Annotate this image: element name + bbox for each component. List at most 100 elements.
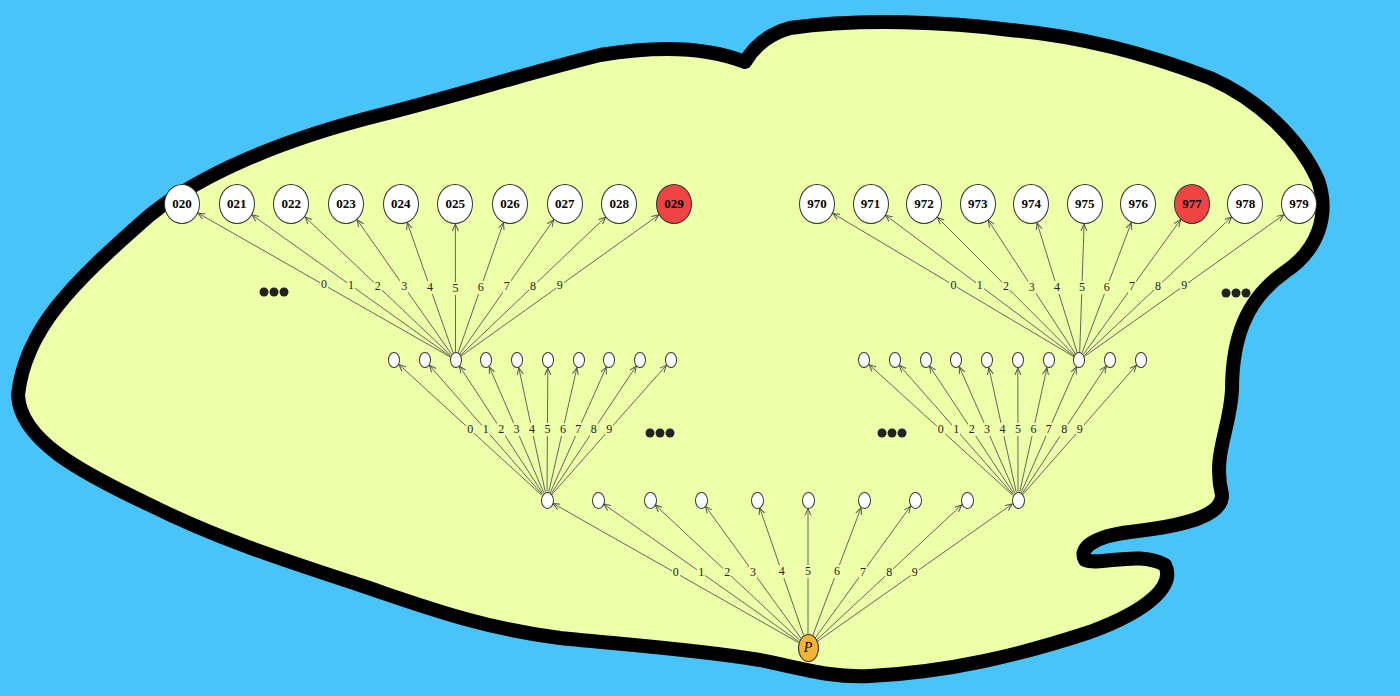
leaf-node: 973 — [960, 184, 996, 224]
node-label: 972 — [914, 196, 934, 212]
edge-digit: 9 — [605, 423, 613, 436]
tree-edge — [885, 215, 1074, 356]
tree-edge — [1022, 366, 1106, 494]
node-label: 024 — [391, 196, 411, 212]
ellipsis-dots — [260, 288, 1251, 438]
tree-edge — [551, 366, 636, 494]
edge-digit: 5 — [804, 565, 812, 578]
tree-edge — [357, 220, 451, 354]
tree-edge — [988, 220, 1075, 354]
edge-digit: 4 — [426, 281, 434, 294]
edge-digit: 8 — [590, 423, 598, 436]
node-label: 025 — [446, 196, 466, 212]
tree-node — [450, 352, 462, 368]
node-label: 977 — [1182, 196, 1202, 212]
node-label: 028 — [610, 196, 630, 212]
tree-edge — [460, 220, 554, 354]
tree-edge — [989, 368, 1016, 492]
edge-digit: 4 — [778, 565, 786, 578]
tree-edge — [959, 367, 1014, 493]
leaf-node: 021 — [219, 184, 255, 224]
tree-edge — [429, 365, 542, 494]
edge-digit: 7 — [1128, 280, 1136, 293]
leaf-node: 027 — [547, 184, 583, 224]
edge-digit: 3 — [1028, 281, 1036, 294]
leaf-node: 979 — [1281, 184, 1317, 224]
node-label: 970 — [807, 196, 827, 212]
tree-edge — [899, 365, 1013, 494]
node-label: 974 — [1021, 196, 1041, 212]
tree-node — [388, 352, 400, 368]
node-label: P — [804, 640, 813, 656]
tree-node — [802, 492, 815, 509]
edge-digit: 0 — [466, 423, 474, 436]
tree-node — [920, 352, 932, 368]
edge-digit: 2 — [1002, 280, 1010, 293]
edge-digit: 1 — [976, 279, 984, 292]
edge-digit: 6 — [833, 565, 841, 578]
tree-edge — [1085, 215, 1284, 356]
tree-edge — [1037, 223, 1077, 353]
tree-edge — [305, 217, 451, 355]
tree-edge — [655, 505, 799, 640]
leaf-node: 029 — [656, 184, 692, 224]
node-label: 973 — [968, 196, 988, 212]
tree-edge — [1082, 222, 1131, 352]
edge-digit: 8 — [529, 280, 537, 293]
tree-edge — [869, 365, 1013, 496]
tree-node — [1012, 492, 1025, 509]
leaf-node: 975 — [1067, 184, 1103, 224]
node-label: 021 — [227, 196, 247, 212]
tree-edge — [930, 366, 1014, 494]
tree-node — [1135, 352, 1147, 368]
tree-node — [751, 492, 764, 509]
leaf-node: 972 — [906, 184, 942, 224]
tree-edge — [1020, 368, 1047, 492]
edge-digit: 7 — [503, 280, 511, 293]
tree-node — [1012, 352, 1024, 368]
edge-digit: 0 — [672, 566, 680, 579]
edge-digit: 8 — [1060, 423, 1068, 436]
tree-node — [665, 352, 677, 368]
edge-digit: 7 — [574, 423, 582, 436]
node-label: 020 — [172, 196, 192, 212]
tree-edge — [1021, 367, 1076, 493]
edge-digit: 2 — [374, 280, 382, 293]
leaf-node: 974 — [1013, 184, 1049, 224]
edge-digit: 9 — [911, 566, 919, 579]
tree-edge — [252, 215, 450, 356]
tree-node — [889, 352, 901, 368]
edge-digit: 5 — [451, 282, 459, 295]
node-label: 979 — [1289, 196, 1309, 212]
node-label: 975 — [1075, 196, 1095, 212]
root-node: P — [798, 634, 819, 662]
tree-node — [644, 492, 657, 509]
island-outline — [18, 22, 1323, 676]
tree-edge — [458, 223, 503, 353]
edge-digit: 0 — [320, 278, 328, 291]
edge-digit: 3 — [749, 566, 757, 579]
edge-digit: 8 — [885, 566, 893, 579]
tree-edge — [549, 368, 577, 492]
edge-digit: 3 — [983, 423, 991, 436]
tree-edge — [760, 508, 804, 636]
tree-edge — [519, 368, 545, 492]
tree-edge — [815, 506, 910, 638]
tree-edge — [817, 504, 1012, 641]
tree-edge — [459, 366, 542, 494]
leaf-node: 977 — [1174, 184, 1210, 224]
tree-edge — [399, 365, 542, 496]
node-label: 029 — [664, 196, 684, 212]
edge-digit: 4 — [1053, 281, 1061, 294]
leaf-node: 971 — [853, 184, 889, 224]
tree-node — [961, 492, 974, 509]
leaf-node: 026 — [492, 184, 528, 224]
edge-digit: 3 — [513, 423, 521, 436]
tree-edge — [1023, 365, 1137, 494]
tree-edge — [813, 508, 861, 636]
edge-digit: 2 — [968, 423, 976, 436]
edge-digit: 3 — [400, 280, 408, 293]
tree-node — [695, 492, 708, 509]
